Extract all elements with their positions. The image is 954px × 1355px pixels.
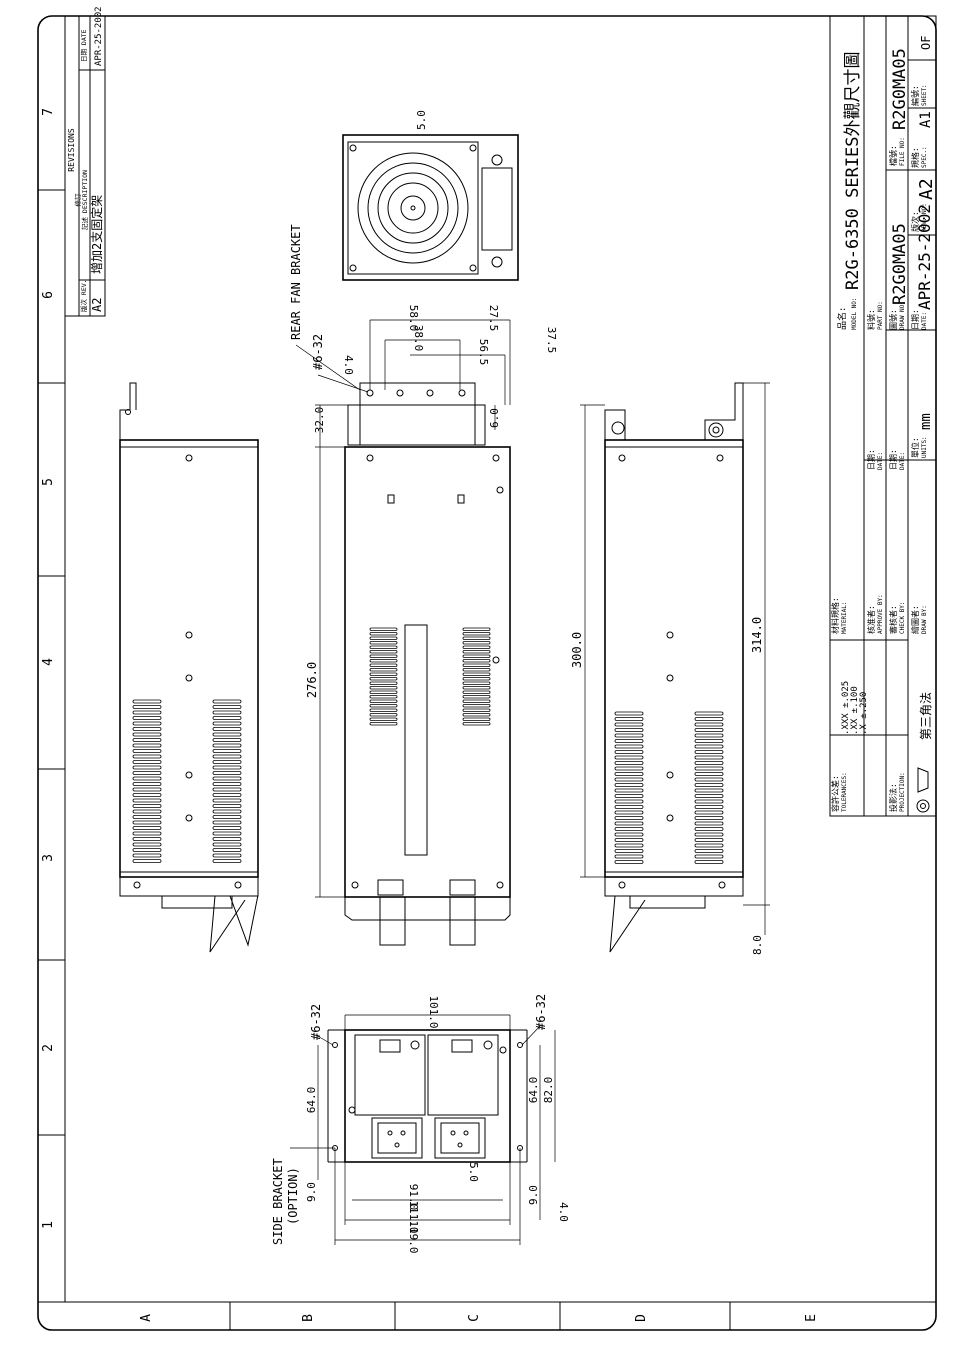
file-label: 檔號: [888,145,898,166]
vent-slots [614,711,644,864]
side-bracket-label: SIDE BRACKET [271,1158,285,1245]
date2-label: 日期: [867,449,876,470]
desc-header: 記述 DESCRIPTION [80,170,89,230]
screw-label-left: #6-32 [309,1004,323,1040]
zone-letter-e: E [804,1314,819,1322]
zone-letter-c: C [467,1314,482,1322]
screw-label-top: #6-32 [311,334,325,370]
model-label: 品名: [836,307,848,330]
date-label-en: DATE: [921,312,928,330]
dim-91: 91.0 [407,1184,420,1211]
dim-27-5: 27.5 [487,305,500,332]
vent-slots [132,699,162,863]
zone-number-7: 7 [41,108,56,116]
top-view [344,382,511,946]
dim-64-left: 64.0 [305,1087,318,1114]
rev-header: 版次 REV. [79,279,88,312]
dim-5-fan: 5.0 [415,110,428,130]
dim-276: 276.0 [305,662,319,698]
dim-300: 300.0 [570,632,584,668]
front-view [327,1029,528,1163]
vent-slots [462,627,491,726]
zone-letter-d: D [634,1314,649,1322]
dim-32: 32.0 [313,407,326,434]
dim-4: 4.0 [342,355,355,375]
rev-description: 增加2支固定架 [89,195,104,274]
model-label-en: MODEL NO: [851,297,858,330]
date3-label-en: DATE: [899,452,906,470]
zone-letter-b: B [301,1314,316,1322]
date-label: 日期: [911,309,920,330]
rev-date: APR-25-2002 [94,6,104,66]
rear-fan-bracket-label: REAR FAN BRACKET [289,224,303,340]
right-side-view [604,382,744,953]
model-value: R2G-6350 SERIES外觀尺寸圖 [843,51,863,290]
dim-9-left: 9.0 [305,1182,318,1202]
revision-block: REVISIONS 版次 REV. 修訂 記述 DESCRIPTION 日期 D… [64,6,106,317]
dim-101: 101.0 [427,995,440,1028]
file-label-en: FILE NO: [899,137,906,166]
dim-8: 8.0 [751,935,764,955]
dim-56-5: 56.5 [477,339,490,366]
draw-label-en: DRAW NO: [899,301,906,330]
dim-82: 82.0 [542,1077,555,1104]
zone-number-3: 3 [41,854,56,862]
dimension-lines [290,319,770,1245]
rev-value: A2 [90,298,104,312]
dim-4-front: 4.0 [557,1202,570,1222]
date-value: APR-25-2002 [915,204,934,310]
title-block: 品名: MODEL NO: R2G-6350 SERIES外觀尺寸圖 料號: P… [829,15,937,817]
vent-slots [694,711,724,864]
draw-label: 圖號: [888,309,898,330]
dim-9-right: 9.0 [527,1185,540,1205]
zone-number-5: 5 [41,478,56,486]
file-value: R2G0MA05 [890,48,910,130]
dim-314: 314.0 [750,617,764,653]
date2-label-en: DATE: [877,452,884,470]
dim-58: 58.0 [407,305,420,332]
zone-number-4: 4 [41,658,56,666]
dim-111: 111.0 [407,1200,420,1233]
date3-label: 日期: [889,449,898,470]
dim-38: 38.0 [412,325,425,352]
dim-119: 119.0 [407,1220,420,1253]
dim-64-right: 64.0 [527,1077,540,1104]
part-label-en: PART NO: [877,301,884,330]
dim-37-5: 37.5 [545,327,558,354]
revisions-title: REVISIONS [67,128,76,172]
part-label: 料號: [866,309,876,330]
left-side-view [119,382,259,953]
date-header: 日期 DATE [80,29,88,62]
dim-6: 6.0 [488,408,501,428]
vent-slots [369,627,398,726]
vent-slots [212,699,242,863]
desc-header-top: 修訂 [73,193,82,207]
draw-value: R2G0MA05 [890,223,910,305]
zone-number-6: 6 [41,291,56,299]
zone-number-2: 2 [41,1044,56,1052]
fan-view [342,134,519,281]
zone-letter-a: A [139,1314,154,1322]
side-bracket-option: (OPTION) [286,1167,300,1225]
dim-5-front: 5.0 [467,1162,480,1182]
screw-label-right: #6-32 [534,994,548,1030]
zone-number-1: 1 [41,1221,56,1229]
